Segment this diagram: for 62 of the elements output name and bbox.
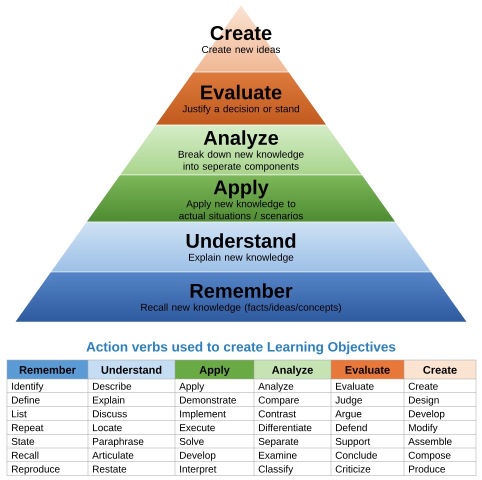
table-cell: State <box>12 438 34 445</box>
level-description: Explain new knowledge <box>189 253 294 263</box>
table-cell: Restate <box>93 466 126 473</box>
table-cell: Define <box>12 396 40 404</box>
table-cell: Repeat <box>12 424 44 434</box>
table-cell: Separate <box>258 438 298 447</box>
level-title: Remember <box>190 283 292 298</box>
header-cell: Analyze <box>254 360 331 379</box>
table-cell: Compose <box>408 452 451 461</box>
table-cell: Develop <box>180 451 216 461</box>
header-cell: Understand <box>88 360 175 379</box>
level-title: Apply <box>214 180 269 198</box>
table-cell: Analyze <box>258 382 294 392</box>
header-cell: Evaluate <box>331 360 404 379</box>
level-title: Analyze <box>204 130 278 149</box>
table-cell: Interpret <box>180 466 216 475</box>
level-title: Create <box>210 26 272 40</box>
table-cell: Compare <box>258 396 299 406</box>
table-cell: Describe <box>93 382 132 390</box>
level-title: Evaluate <box>201 84 282 100</box>
table-cell: Discuss <box>93 410 127 418</box>
header-cell: Create <box>404 360 476 379</box>
table-cell: Criticize <box>336 465 370 473</box>
table-cell: Paraphrase <box>93 438 144 447</box>
table-cell: Examine <box>259 451 297 459</box>
level-description: Apply new knowledge to actual situations / scenarios <box>179 200 303 220</box>
table-cell: Develop <box>409 410 444 420</box>
table-cell: Evaluate <box>336 382 374 390</box>
table-cell: Apply <box>179 382 204 392</box>
table-cell: Demonstrate <box>180 396 236 404</box>
table-cell: Design <box>409 396 439 406</box>
table-cell: Defend <box>336 424 367 432</box>
table-cell: Implement <box>180 410 226 420</box>
table-cell: Judge <box>335 396 362 406</box>
table-cell: Locate <box>93 424 122 432</box>
table-cell: Articulate <box>92 451 134 459</box>
table-cell: Support <box>336 438 370 447</box>
table-cell: Identify <box>12 382 44 392</box>
level-title: Understand <box>186 233 296 248</box>
table-cell: Argue <box>335 410 362 420</box>
level-description: Break down new knowledge into seperate components <box>178 150 304 172</box>
table-cell: List <box>12 410 27 418</box>
table-cell: Modify <box>409 424 438 434</box>
table-cell: Conclude <box>336 451 377 459</box>
table-cell: Assemble <box>408 438 452 445</box>
table-cell: Execute <box>180 424 215 432</box>
level-description: Recall new knowledge (facts/ideas/concepts) <box>141 303 341 313</box>
header-cell: Remember <box>7 360 88 379</box>
header-cell: Apply <box>175 360 254 379</box>
table-title: Action verbs used to create Learning Objectives <box>86 342 396 354</box>
table-cell: Reproduce <box>12 465 60 475</box>
table-cell: Solve <box>180 438 204 445</box>
table-cell: Recall <box>12 451 38 459</box>
level-description: Create new ideas <box>202 46 280 54</box>
table-cell: Contrast <box>258 410 296 418</box>
table-cell: Produce <box>409 465 445 473</box>
table-cell: Classify <box>258 465 294 475</box>
level-description: Justify a decision or stand <box>182 104 299 114</box>
table-cell: Explain <box>93 396 124 406</box>
table-cell: Differentiate <box>259 424 312 432</box>
table-cell: Create <box>408 382 438 390</box>
pyramid-level <box>50 222 432 272</box>
